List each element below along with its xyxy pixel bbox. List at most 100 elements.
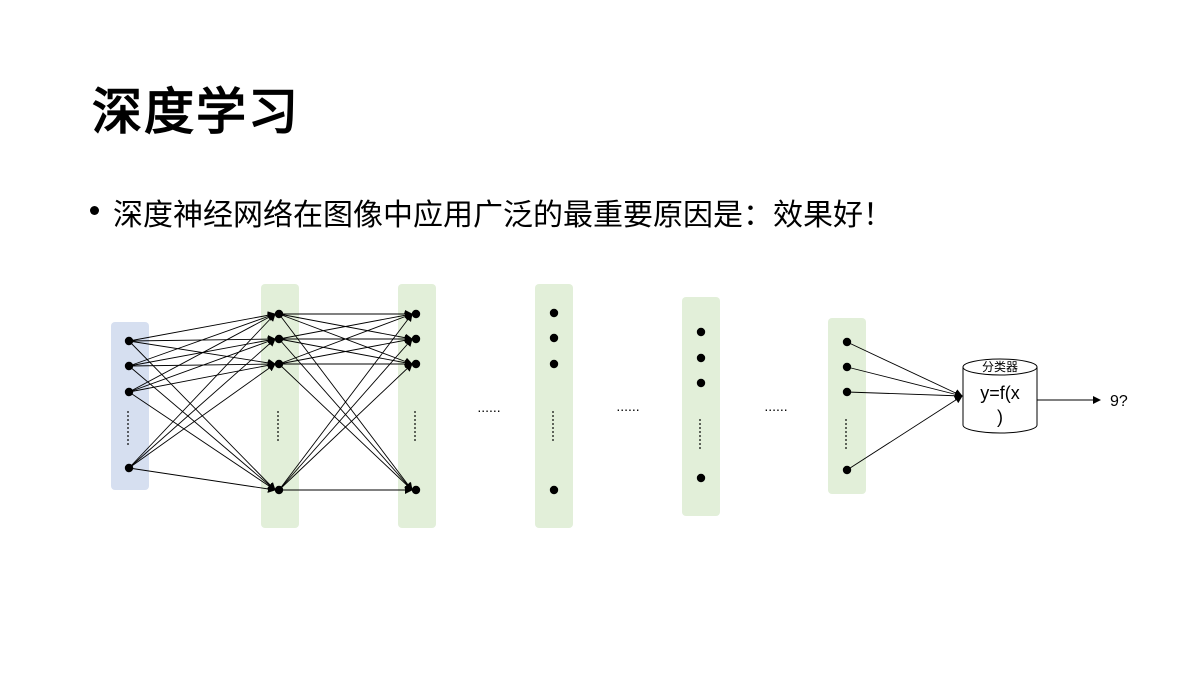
connection-line — [128, 365, 276, 491]
vertical-ellipsis-dot — [699, 447, 701, 449]
vertical-ellipsis-dot — [127, 443, 129, 445]
hidden-layer-3-panel — [535, 284, 573, 528]
neuron-node — [842, 387, 852, 397]
connection-line — [128, 363, 276, 469]
neuron-node — [124, 387, 134, 397]
neuron-node — [549, 333, 559, 343]
vertical-ellipsis-group — [127, 411, 847, 449]
neuron-node — [274, 334, 284, 344]
neuron-node — [842, 337, 852, 347]
vertical-ellipsis-dot — [127, 427, 129, 429]
connection-line — [128, 312, 276, 367]
vertical-ellipsis-dot — [552, 439, 554, 441]
vertical-ellipsis-dot — [699, 439, 701, 441]
between-dots-2: ...... — [616, 398, 639, 414]
vertical-ellipsis-dot — [414, 419, 416, 421]
vertical-ellipsis-dot — [414, 411, 416, 413]
connection-line — [278, 313, 413, 491]
vertical-ellipsis-dot — [552, 431, 554, 433]
vertical-ellipsis-dot — [699, 423, 701, 425]
bullet-text: 深度神经网络在图像中应用广泛的最重要原因是：效果好！ — [113, 198, 893, 233]
vertical-ellipsis-dot — [845, 431, 847, 433]
classifier-input-line — [846, 366, 963, 399]
connection-line — [128, 313, 276, 469]
connection-line — [128, 360, 276, 369]
vertical-ellipsis-dot — [127, 415, 129, 417]
vertical-ellipsis-dot — [127, 431, 129, 433]
vertical-ellipsis-dot — [277, 415, 279, 417]
neuron-node — [124, 361, 134, 371]
vertical-ellipsis-dot — [699, 431, 701, 433]
vertical-ellipsis-dot — [414, 427, 416, 429]
neuron-node — [274, 359, 284, 369]
neuron-node — [411, 309, 421, 319]
vertical-ellipsis-dot — [277, 439, 279, 441]
nodes — [124, 308, 852, 495]
connection-line — [278, 311, 413, 340]
connection-line — [278, 363, 413, 491]
connection-line — [128, 311, 276, 342]
connections — [128, 310, 963, 494]
neuron-node — [549, 359, 559, 369]
vertical-ellipsis-dot — [699, 443, 701, 445]
neuron-node — [411, 334, 421, 344]
neuron-node — [696, 378, 706, 388]
connection-line — [128, 337, 276, 393]
vertical-ellipsis-dot — [414, 431, 416, 433]
slide-title: 深度学习 — [92, 83, 300, 141]
vertical-ellipsis-dot — [699, 435, 701, 437]
neuron-node — [411, 359, 421, 369]
classifier-cylinder: 分类器 y=f(x ) — [962, 358, 1038, 434]
connection-line — [128, 313, 276, 393]
vertical-ellipsis-dot — [845, 427, 847, 429]
classifier-formula-line2: ) — [997, 407, 1003, 427]
hidden-layer-4-panel — [682, 297, 720, 516]
vertical-ellipsis-dot — [277, 423, 279, 425]
neuron-node — [696, 353, 706, 363]
last-layer-panel — [828, 318, 866, 494]
vertical-ellipsis-dot — [277, 411, 279, 413]
classifier-input-line — [846, 391, 963, 400]
vertical-ellipsis-dot — [845, 435, 847, 437]
vertical-ellipsis-dot — [414, 423, 416, 425]
neuron-node — [411, 485, 421, 495]
result-label: 9? — [1110, 393, 1128, 410]
connection-line — [128, 467, 276, 493]
vertical-ellipsis-dot — [552, 435, 554, 437]
connection-line — [128, 338, 276, 469]
neuron-node — [696, 473, 706, 483]
neuron-node — [842, 465, 852, 475]
neuron-node — [124, 463, 134, 473]
neuron-node — [696, 327, 706, 337]
classifier-input-line — [846, 341, 963, 397]
neuron-node — [274, 485, 284, 495]
bullet-item: 深度神经网络在图像中应用广泛的最重要原因是：效果好！ — [90, 190, 893, 234]
vertical-ellipsis-dot — [277, 435, 279, 437]
connection-line — [278, 338, 413, 491]
vertical-ellipsis-dot — [127, 423, 129, 425]
vertical-ellipsis-dot — [127, 435, 129, 437]
vertical-ellipsis-dot — [845, 419, 847, 421]
neuron-node — [842, 362, 852, 372]
classifier-label: 分类器 — [982, 360, 1018, 374]
neuron-node — [124, 336, 134, 346]
vertical-ellipsis-dot — [277, 431, 279, 433]
vertical-ellipsis-dot — [845, 443, 847, 445]
between-dots-1: ...... — [477, 399, 500, 415]
vertical-ellipsis-dot — [277, 419, 279, 421]
connection-line — [128, 391, 276, 491]
vertical-ellipsis-dot — [552, 415, 554, 417]
neuron-node — [549, 485, 559, 495]
vertical-ellipsis-dot — [414, 435, 416, 437]
vertical-ellipsis-dot — [127, 419, 129, 421]
vertical-ellipsis-dot — [552, 419, 554, 421]
vertical-ellipsis-dot — [845, 423, 847, 425]
vertical-ellipsis-dot — [552, 427, 554, 429]
vertical-ellipsis-dot — [699, 427, 701, 429]
vertical-ellipsis-dot — [552, 411, 554, 413]
vertical-ellipsis-dot — [699, 419, 701, 421]
neuron-node — [274, 309, 284, 319]
bullet-icon — [90, 206, 99, 215]
